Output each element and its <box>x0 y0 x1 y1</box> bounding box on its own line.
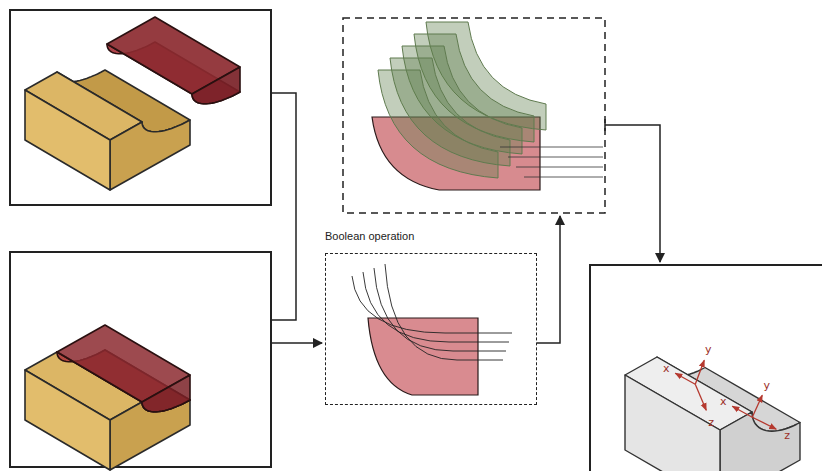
offset-curves <box>352 264 512 360</box>
offset-curve <box>363 272 509 342</box>
piece-end-face <box>192 67 240 104</box>
axis-label: x <box>663 363 670 374</box>
flow-arrow <box>272 342 322 344</box>
front-face <box>25 90 110 190</box>
front-face <box>625 375 720 471</box>
dashed-step-box: Boolean operation <box>325 253 537 405</box>
solid <box>625 357 800 471</box>
solid <box>57 325 190 412</box>
axis-arrow <box>675 373 695 384</box>
axis-arrow <box>732 406 752 417</box>
block-drawings <box>25 17 800 471</box>
offset-sheet <box>378 70 498 178</box>
solid <box>107 17 240 104</box>
solid <box>25 70 190 190</box>
guide-line <box>516 167 603 168</box>
guide-lines <box>500 147 603 177</box>
axis-arrow <box>695 360 704 384</box>
flow-arrow <box>537 216 560 343</box>
axis-arrow <box>752 395 762 417</box>
profile-section <box>368 318 478 395</box>
dashed-panel <box>343 18 605 213</box>
offset-sheets <box>378 22 546 178</box>
merge-bracket <box>271 93 296 320</box>
axis-label: y <box>763 380 770 391</box>
guide-line <box>524 177 603 178</box>
offset-curve <box>374 268 506 351</box>
piece-end-face <box>142 375 190 412</box>
axis-label: y <box>705 344 712 355</box>
flow-arrow <box>605 119 660 262</box>
side-face <box>110 120 190 190</box>
panel-frame <box>10 10 271 205</box>
axis-label: z <box>708 416 714 427</box>
guide-line <box>500 147 603 148</box>
offset-curve <box>385 264 503 360</box>
axis-arrow <box>752 417 776 429</box>
front-face <box>25 370 110 470</box>
guide-line <box>508 157 603 158</box>
side-face <box>720 412 800 471</box>
axis-label: z <box>784 429 790 440</box>
step-heading: Boolean operation <box>325 230 414 242</box>
axis-frames <box>675 360 776 429</box>
axis-arrow <box>695 384 706 410</box>
profile-drawings <box>352 22 603 395</box>
axis-label: x <box>720 396 727 407</box>
